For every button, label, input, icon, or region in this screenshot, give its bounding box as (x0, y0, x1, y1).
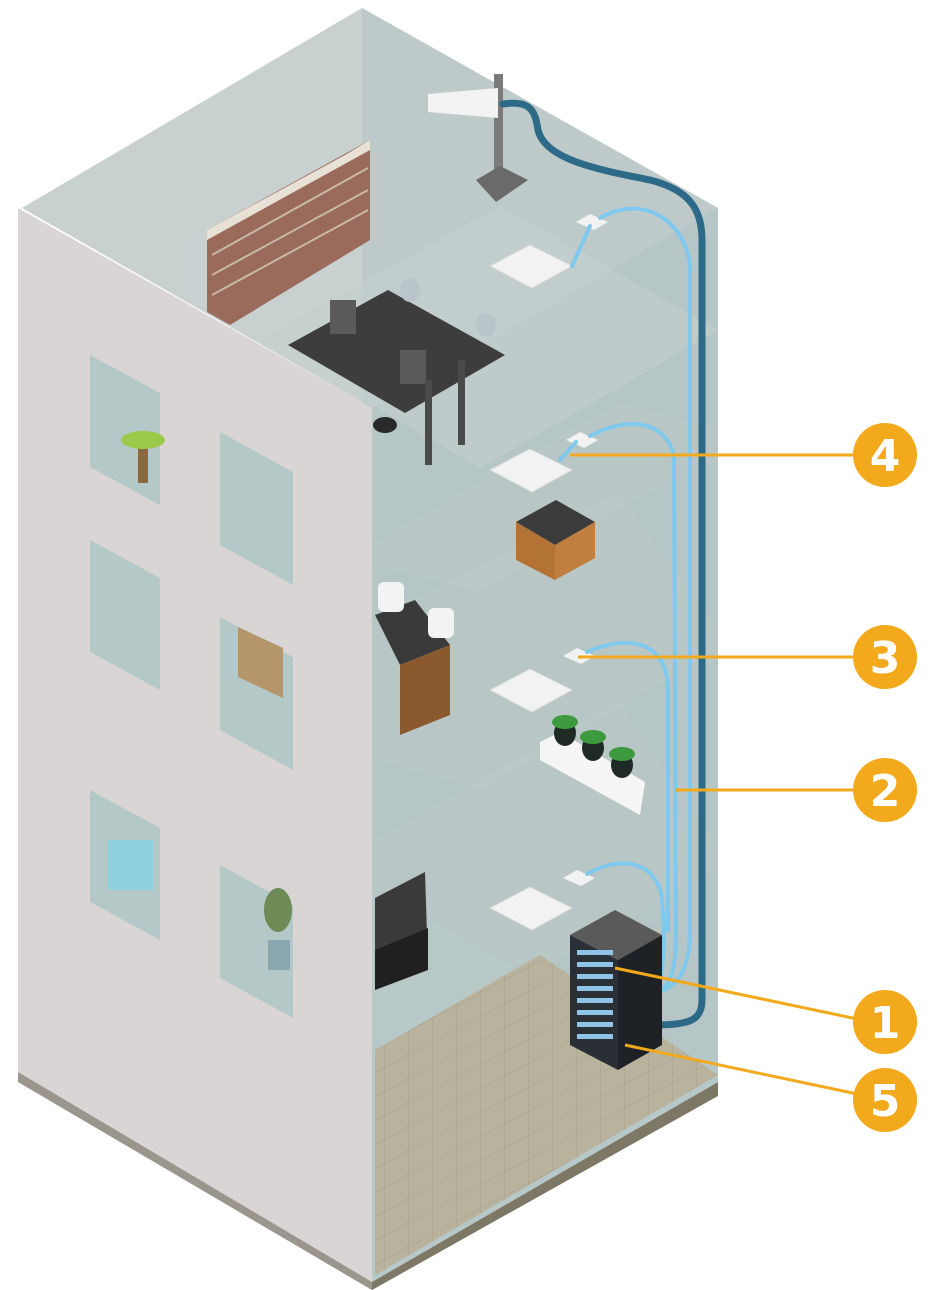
sofa-icon (108, 840, 153, 890)
callout-5-label: 5 (870, 1076, 901, 1127)
callout-3-label: 3 (870, 633, 901, 684)
server-rack-icon (570, 910, 662, 1070)
callout-4: 4 (853, 423, 917, 487)
callout-3: 3 (853, 625, 917, 689)
callout-2-label: 2 (870, 766, 901, 817)
callout-4-label: 4 (870, 431, 901, 482)
callout-1-label: 1 (870, 998, 901, 1049)
callout-2: 2 (853, 758, 917, 822)
callout-5: 5 (853, 1068, 917, 1132)
callout-1: 1 (853, 990, 917, 1054)
